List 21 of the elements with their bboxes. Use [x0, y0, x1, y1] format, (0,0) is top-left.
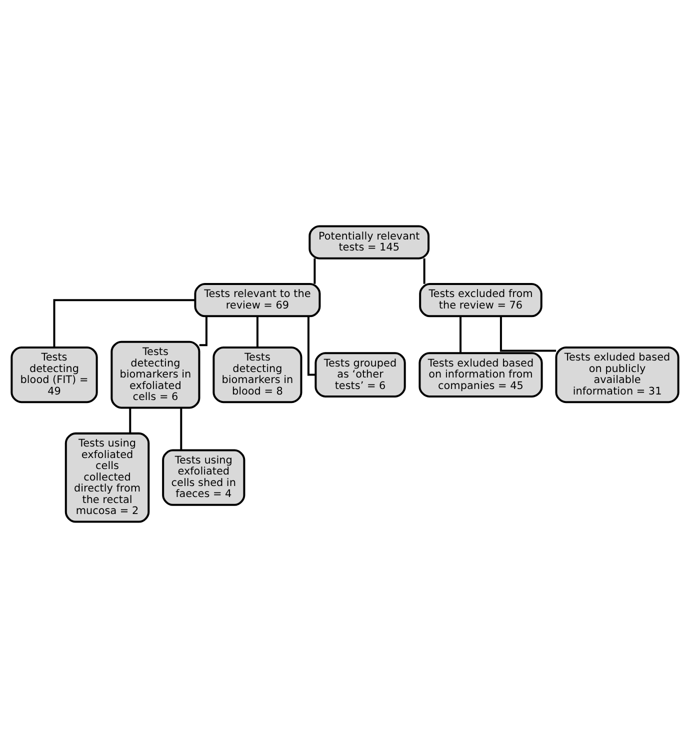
connector: [460, 316, 462, 352]
node-box: Tests grouped as ‘other tests’ = 6: [314, 352, 406, 397]
connector: [307, 316, 316, 376]
node-box: Tests excluded from the review = 76: [419, 282, 542, 317]
node-box: Tests detecting biomarkers in exfoliated cells = 6: [110, 340, 200, 408]
connector: [53, 298, 196, 347]
node-box: Potentially relevant tests = 145: [308, 224, 430, 259]
node-box: Tests detecting biomarkers in blood = 8: [212, 346, 302, 403]
node-box: Tests relevant to the review = 69: [194, 282, 321, 317]
node-box: Tests exluded based on publicly available information = 31: [555, 346, 680, 403]
connector: [129, 407, 132, 433]
connector: [423, 258, 426, 284]
node-box: Tests using exfoliated cells shed in faeces = 4: [162, 448, 246, 506]
connector: [500, 316, 556, 352]
node-box: Tests detecting blood (FIT) = 49: [10, 346, 98, 403]
connector: [180, 407, 182, 450]
node-box: Tests exluded based on information from companies = 45: [418, 352, 543, 397]
connector: [256, 316, 258, 347]
connector: [199, 316, 208, 346]
node-box: Tests using exfoliated cells collected directly from the rectal mucosa = 2: [64, 432, 150, 522]
connector: [314, 258, 316, 284]
